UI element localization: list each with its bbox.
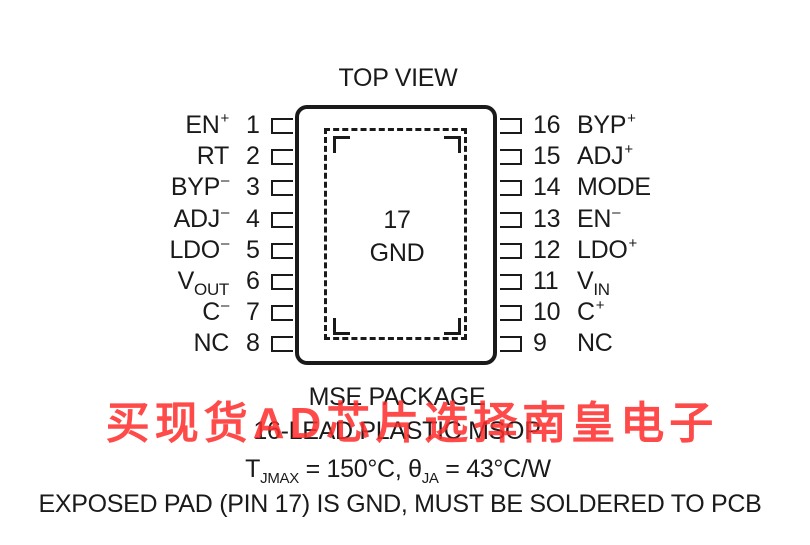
pad-corner-br [444,318,461,335]
pin-name: ADJ [577,142,624,171]
pin-number-1: 1 [246,111,260,139]
pad-corner-tl [333,136,350,153]
pin-label-8: NC [193,331,229,356]
exposed-pad-name: GND [369,239,425,267]
pin-lead-7 [271,305,293,322]
pin-lead-16 [500,118,522,134]
pin-subscript: OUT [194,280,229,299]
package-type: 16-LEAD PLASTIC MSOP [253,417,541,445]
pin-number-2: 2 [246,142,260,171]
package-name: MSE PACKAGE [308,383,486,411]
pin-name: ADJ [173,204,221,233]
pin-number-9: 9 [533,329,547,358]
thermal-spec: TJMAX = 150°C, θJA = 43°C/W [245,455,551,487]
tj-symbol: T [245,455,261,483]
pin-label-5: LDO– [169,234,229,264]
exposed-pad-number: 17 [383,206,411,234]
pin-lead-8 [271,336,293,353]
pin-superscript: + [628,234,638,252]
pin-superscript: – [220,234,229,252]
pin-label-14: MODE [577,175,651,200]
top-view-title: TOP VIEW [338,64,458,92]
pin-name: NC [193,329,229,358]
theta-symbol: θ [408,455,422,483]
pin-superscript: – [612,203,621,221]
pin-subscript: IN [593,280,610,299]
pin-name: BYP [577,111,627,139]
pin-name: MODE [577,173,651,202]
pin-superscript: – [220,203,229,221]
pin-number-10: 10 [533,298,561,327]
pin-number-16: 16 [533,111,561,139]
pin-lead-13 [500,211,522,228]
pin-label-16: BYP+ [577,110,636,139]
pin-superscript: – [220,172,229,190]
pin-label-2: RT [196,142,230,171]
pin-number-6: 6 [246,267,260,295]
pin-lead-10 [500,305,522,322]
pin-name: C [577,298,595,327]
pin-label-7: C– [202,297,229,327]
pin-label-9: NC [577,331,613,356]
pin-lead-9 [500,336,522,353]
pin-lead-15 [500,149,522,166]
exposed-pad-note: EXPOSED PAD (PIN 17) IS GND, MUST BE SOL… [38,490,762,518]
watermark-text: 买现货AD芯片选择南皇电子 [105,399,719,448]
pin-name: V [177,267,195,295]
pin-number-14: 14 [533,173,561,202]
pin-label-4: ADJ– [173,203,230,233]
pin-superscript: + [595,297,605,315]
pin-lead-14 [500,180,522,197]
pin-superscript: + [624,141,633,159]
pin-number-11: 11 [533,267,559,295]
pin-name: RT [196,142,230,171]
pin-name: C [202,298,220,327]
pin-number-4: 4 [246,204,260,233]
pin-superscript: + [627,110,636,127]
theta-value: = 43°C/W [438,455,551,483]
pin-name: LDO [169,235,220,264]
pin-lead-5 [271,242,293,259]
pin-label-3: BYP– [170,172,229,202]
pin-number-3: 3 [246,173,260,202]
pin-number-5: 5 [246,235,260,264]
pin-number-7: 7 [246,298,260,327]
pin-number-15: 15 [533,142,561,171]
pin-superscript: + [220,110,230,127]
pin-lead-1 [271,118,293,134]
pin-lead-3 [271,180,293,197]
pin-lead-2 [271,149,293,166]
pin-label-6: VOUT [177,267,230,299]
pin-name: BYP [170,173,220,202]
pin-label-11: VIN [577,267,610,299]
pad-corner-bl [333,318,350,335]
tj-value: = 150°C, [298,455,409,483]
pin-label-1: EN+ [185,110,230,139]
pin-name: EN [185,111,220,139]
package-body [295,105,497,365]
pin-label-13: EN– [577,203,621,233]
theta-subscript: JA [421,470,439,487]
pin-number-13: 13 [533,204,561,233]
exposed-pad-outline [324,128,467,340]
pin-superscript: – [220,297,229,315]
pin-label-12: LDO+ [577,234,638,264]
pin-label-10: C+ [577,297,605,327]
pin-lead-4 [271,211,293,228]
pin-name: V [577,267,594,295]
pin-lead-11 [500,274,522,290]
pin-number-12: 12 [533,235,561,264]
pin-number-8: 8 [246,329,260,358]
pad-corner-tr [444,136,461,153]
pin-name: NC [577,329,613,358]
pin-name: LDO [577,235,628,264]
pin-name: EN [577,204,612,233]
pin-label-15: ADJ+ [577,141,633,171]
pin-lead-12 [500,242,522,259]
tj-subscript: JMAX [260,470,299,487]
pin-lead-6 [271,274,293,290]
